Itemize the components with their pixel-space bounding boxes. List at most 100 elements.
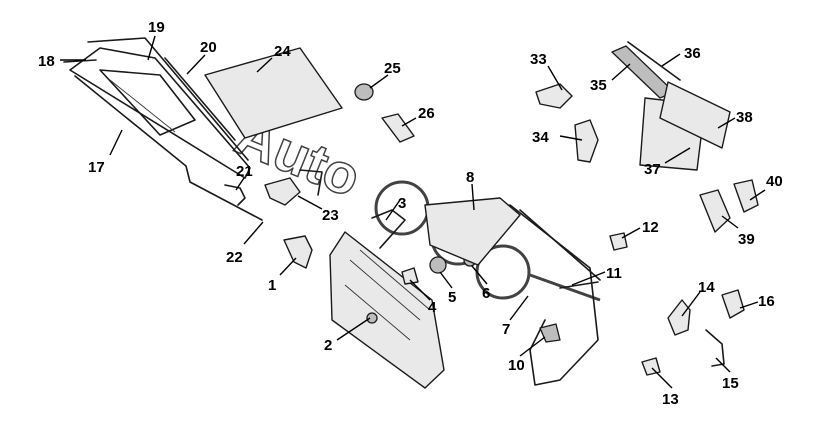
part-3-clip bbox=[371, 209, 406, 249]
part-34-bracket bbox=[574, 119, 599, 163]
part-2-ribs bbox=[344, 249, 431, 341]
part-2-hole bbox=[366, 312, 378, 324]
leader-26 bbox=[401, 117, 417, 127]
leader-17 bbox=[109, 129, 123, 156]
part-14-seal bbox=[667, 299, 691, 336]
leader-4 bbox=[409, 279, 431, 301]
callout-33: 33 bbox=[530, 51, 547, 68]
part-16-seal bbox=[721, 289, 745, 319]
callout-20: 20 bbox=[200, 39, 217, 56]
callout-3: 3 bbox=[398, 195, 406, 212]
leader-37 bbox=[664, 147, 691, 164]
callout-18: 18 bbox=[38, 53, 55, 70]
part-8-scuttle-cover bbox=[424, 197, 521, 266]
callout-39: 39 bbox=[738, 231, 755, 248]
windscreen-glass-inner bbox=[99, 69, 196, 136]
callout-35: 35 bbox=[590, 77, 607, 94]
leader-22 bbox=[243, 221, 264, 245]
leader-5 bbox=[439, 271, 453, 289]
leader-19 bbox=[147, 35, 156, 61]
leader-21 bbox=[235, 177, 245, 191]
part-5-fastener bbox=[429, 256, 447, 274]
part-11-strap bbox=[559, 281, 599, 289]
leader-7 bbox=[509, 295, 529, 321]
windscreen-clip bbox=[224, 184, 246, 206]
leader-35 bbox=[611, 63, 631, 81]
callout-24: 24 bbox=[274, 43, 291, 60]
callout-25: 25 bbox=[384, 60, 401, 77]
leader-8 bbox=[471, 183, 475, 211]
leader-2 bbox=[336, 317, 371, 341]
callout-37: 37 bbox=[644, 161, 661, 178]
windscreen-assembly bbox=[63, 37, 263, 221]
leader-20 bbox=[186, 54, 206, 75]
callout-4: 4 bbox=[428, 299, 437, 316]
callout-10: 10 bbox=[508, 357, 525, 374]
windscreen-lower-seal bbox=[74, 75, 263, 221]
part-36-strip bbox=[627, 41, 681, 81]
leader-23 bbox=[297, 195, 323, 210]
callout-23: 23 bbox=[322, 207, 339, 224]
callout-1: 1 bbox=[268, 277, 276, 294]
leader-10 bbox=[519, 336, 546, 357]
part-4-clip bbox=[401, 267, 419, 285]
part-2-bulkhead-panel bbox=[329, 231, 445, 389]
leader-40 bbox=[749, 189, 766, 201]
callout-12: 12 bbox=[642, 219, 659, 236]
leader-13 bbox=[651, 367, 673, 389]
part-1-bracket bbox=[283, 235, 313, 269]
windscreen-corner-strip bbox=[63, 59, 97, 63]
callout-38: 38 bbox=[736, 109, 753, 126]
part-24-panel bbox=[204, 47, 343, 139]
leader-3 bbox=[385, 199, 401, 221]
windscreen-outer-frame bbox=[69, 47, 251, 179]
callout-17: 17 bbox=[88, 159, 105, 176]
part-40-bracket bbox=[733, 179, 759, 213]
callout-2: 2 bbox=[324, 337, 332, 354]
part-33-bracket bbox=[535, 83, 573, 109]
part-26-bracket bbox=[381, 113, 415, 143]
callout-40: 40 bbox=[766, 173, 783, 190]
leader-25 bbox=[369, 74, 389, 89]
callout-21: 21 bbox=[236, 163, 253, 180]
callout-16: 16 bbox=[758, 293, 775, 310]
part-7-duct-rail bbox=[519, 209, 601, 281]
callout-36: 36 bbox=[684, 45, 701, 62]
callout-8: 8 bbox=[466, 169, 474, 186]
part-39-bracket bbox=[699, 189, 731, 233]
leader-24 bbox=[256, 57, 273, 73]
leader-14 bbox=[681, 291, 701, 317]
callout-34: 34 bbox=[532, 129, 549, 146]
callout-13: 13 bbox=[662, 391, 679, 408]
leader-39 bbox=[721, 215, 739, 229]
leader-33 bbox=[547, 65, 563, 91]
callout-15: 15 bbox=[722, 375, 739, 392]
part-38-pad bbox=[659, 81, 731, 149]
leader-6 bbox=[471, 265, 488, 285]
part-23-strap bbox=[299, 169, 323, 196]
leader-15 bbox=[715, 357, 731, 373]
leader-lines bbox=[60, 35, 766, 389]
callout-14: 14 bbox=[698, 279, 715, 296]
callout-19: 19 bbox=[148, 19, 165, 36]
leader-1 bbox=[279, 257, 297, 276]
part-23-bracket bbox=[264, 177, 301, 206]
leader-12 bbox=[621, 227, 641, 239]
leader-36 bbox=[661, 53, 681, 67]
callout-6: 6 bbox=[482, 285, 490, 302]
callout-22: 22 bbox=[226, 249, 243, 266]
part-7-duct-housing bbox=[509, 204, 599, 386]
callout-5: 5 bbox=[448, 289, 456, 306]
windscreen-top-seal bbox=[87, 37, 249, 161]
part-12-clip bbox=[609, 232, 628, 251]
leader-16 bbox=[739, 301, 759, 309]
windscreen-glass-line bbox=[109, 79, 176, 133]
part-25-grommet bbox=[354, 83, 374, 101]
leader-34 bbox=[559, 135, 583, 141]
callout-labels: 18 19 20 24 25 26 17 21 22 23 1 2 3 4 5 … bbox=[38, 19, 783, 408]
part-15-hose bbox=[705, 329, 725, 367]
callout-11: 11 bbox=[606, 265, 622, 282]
leader-38 bbox=[717, 117, 736, 129]
